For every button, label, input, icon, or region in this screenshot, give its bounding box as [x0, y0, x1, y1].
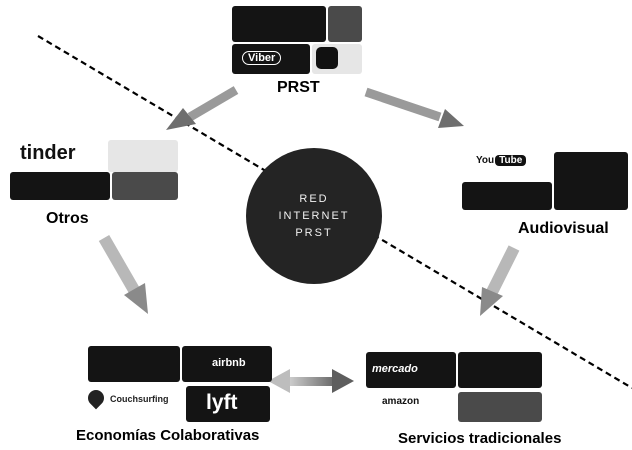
- amazon-logo: amazon: [382, 396, 420, 407]
- economias-logo-tile-1: [88, 346, 180, 382]
- viber-logo: Viber: [242, 51, 282, 65]
- hub-line-3: PRST: [295, 226, 333, 239]
- hub-line-1: RED: [299, 192, 329, 205]
- arrow-economias-servicios: [268, 369, 354, 393]
- arrow-otros-to-economias: [98, 235, 148, 314]
- label-audiovisual: Audiovisual: [518, 220, 609, 237]
- otros-logo-tile-3: [112, 172, 178, 200]
- servicios-logo-tile-1: mercado: [366, 352, 456, 388]
- airbnb-logo: airbnb: [212, 357, 246, 369]
- arrow-prst-to-otros: [166, 86, 239, 130]
- tinder-logo: tinder: [20, 142, 76, 164]
- hub-line-2: INTERNET: [278, 209, 350, 222]
- arrow-prst-to-audiovisual: [364, 87, 464, 128]
- node-economias: airbnb Couchsurfing lyft: [84, 346, 272, 422]
- label-economias: Economías Colaborativas: [76, 427, 260, 444]
- prst-logo-tile-4: [312, 44, 362, 74]
- otros-logo-tile-2: [10, 172, 110, 200]
- app-icon: [316, 47, 338, 69]
- audiovisual-logo-tile-1: [554, 152, 628, 210]
- arrow-audiovisual-to-servicios: [480, 245, 520, 316]
- prst-logo-tile-3: Viber: [232, 44, 310, 74]
- audiovisual-logo-tile-2: [462, 182, 552, 210]
- label-prst: PRST: [277, 79, 320, 96]
- label-servicios: Servicios tradicionales: [398, 430, 562, 447]
- servicios-logo-tile-3: [458, 392, 542, 422]
- node-prst: Viber: [232, 6, 362, 74]
- otros-logo-tile-1: [108, 140, 178, 172]
- label-otros: Otros: [46, 210, 89, 227]
- economias-logo-tile-3: lyft: [186, 386, 270, 422]
- node-otros: tinder: [8, 140, 178, 202]
- prst-logo-tile-1: [232, 6, 326, 42]
- youtube-tube-badge: Tube: [495, 155, 527, 166]
- economias-logo-tile-2: airbnb: [182, 346, 272, 382]
- lyft-logo: lyft: [206, 391, 238, 414]
- couchsurfing-logo: Couchsurfing: [110, 394, 169, 404]
- prst-logo-tile-2: [328, 6, 362, 42]
- center-hub: RED INTERNET PRST: [246, 148, 382, 284]
- servicios-logo-tile-2: [458, 352, 542, 388]
- mercado-logo: mercado: [372, 363, 418, 375]
- location-pin-icon: [84, 386, 108, 410]
- node-servicios: mercado amazon: [366, 352, 542, 422]
